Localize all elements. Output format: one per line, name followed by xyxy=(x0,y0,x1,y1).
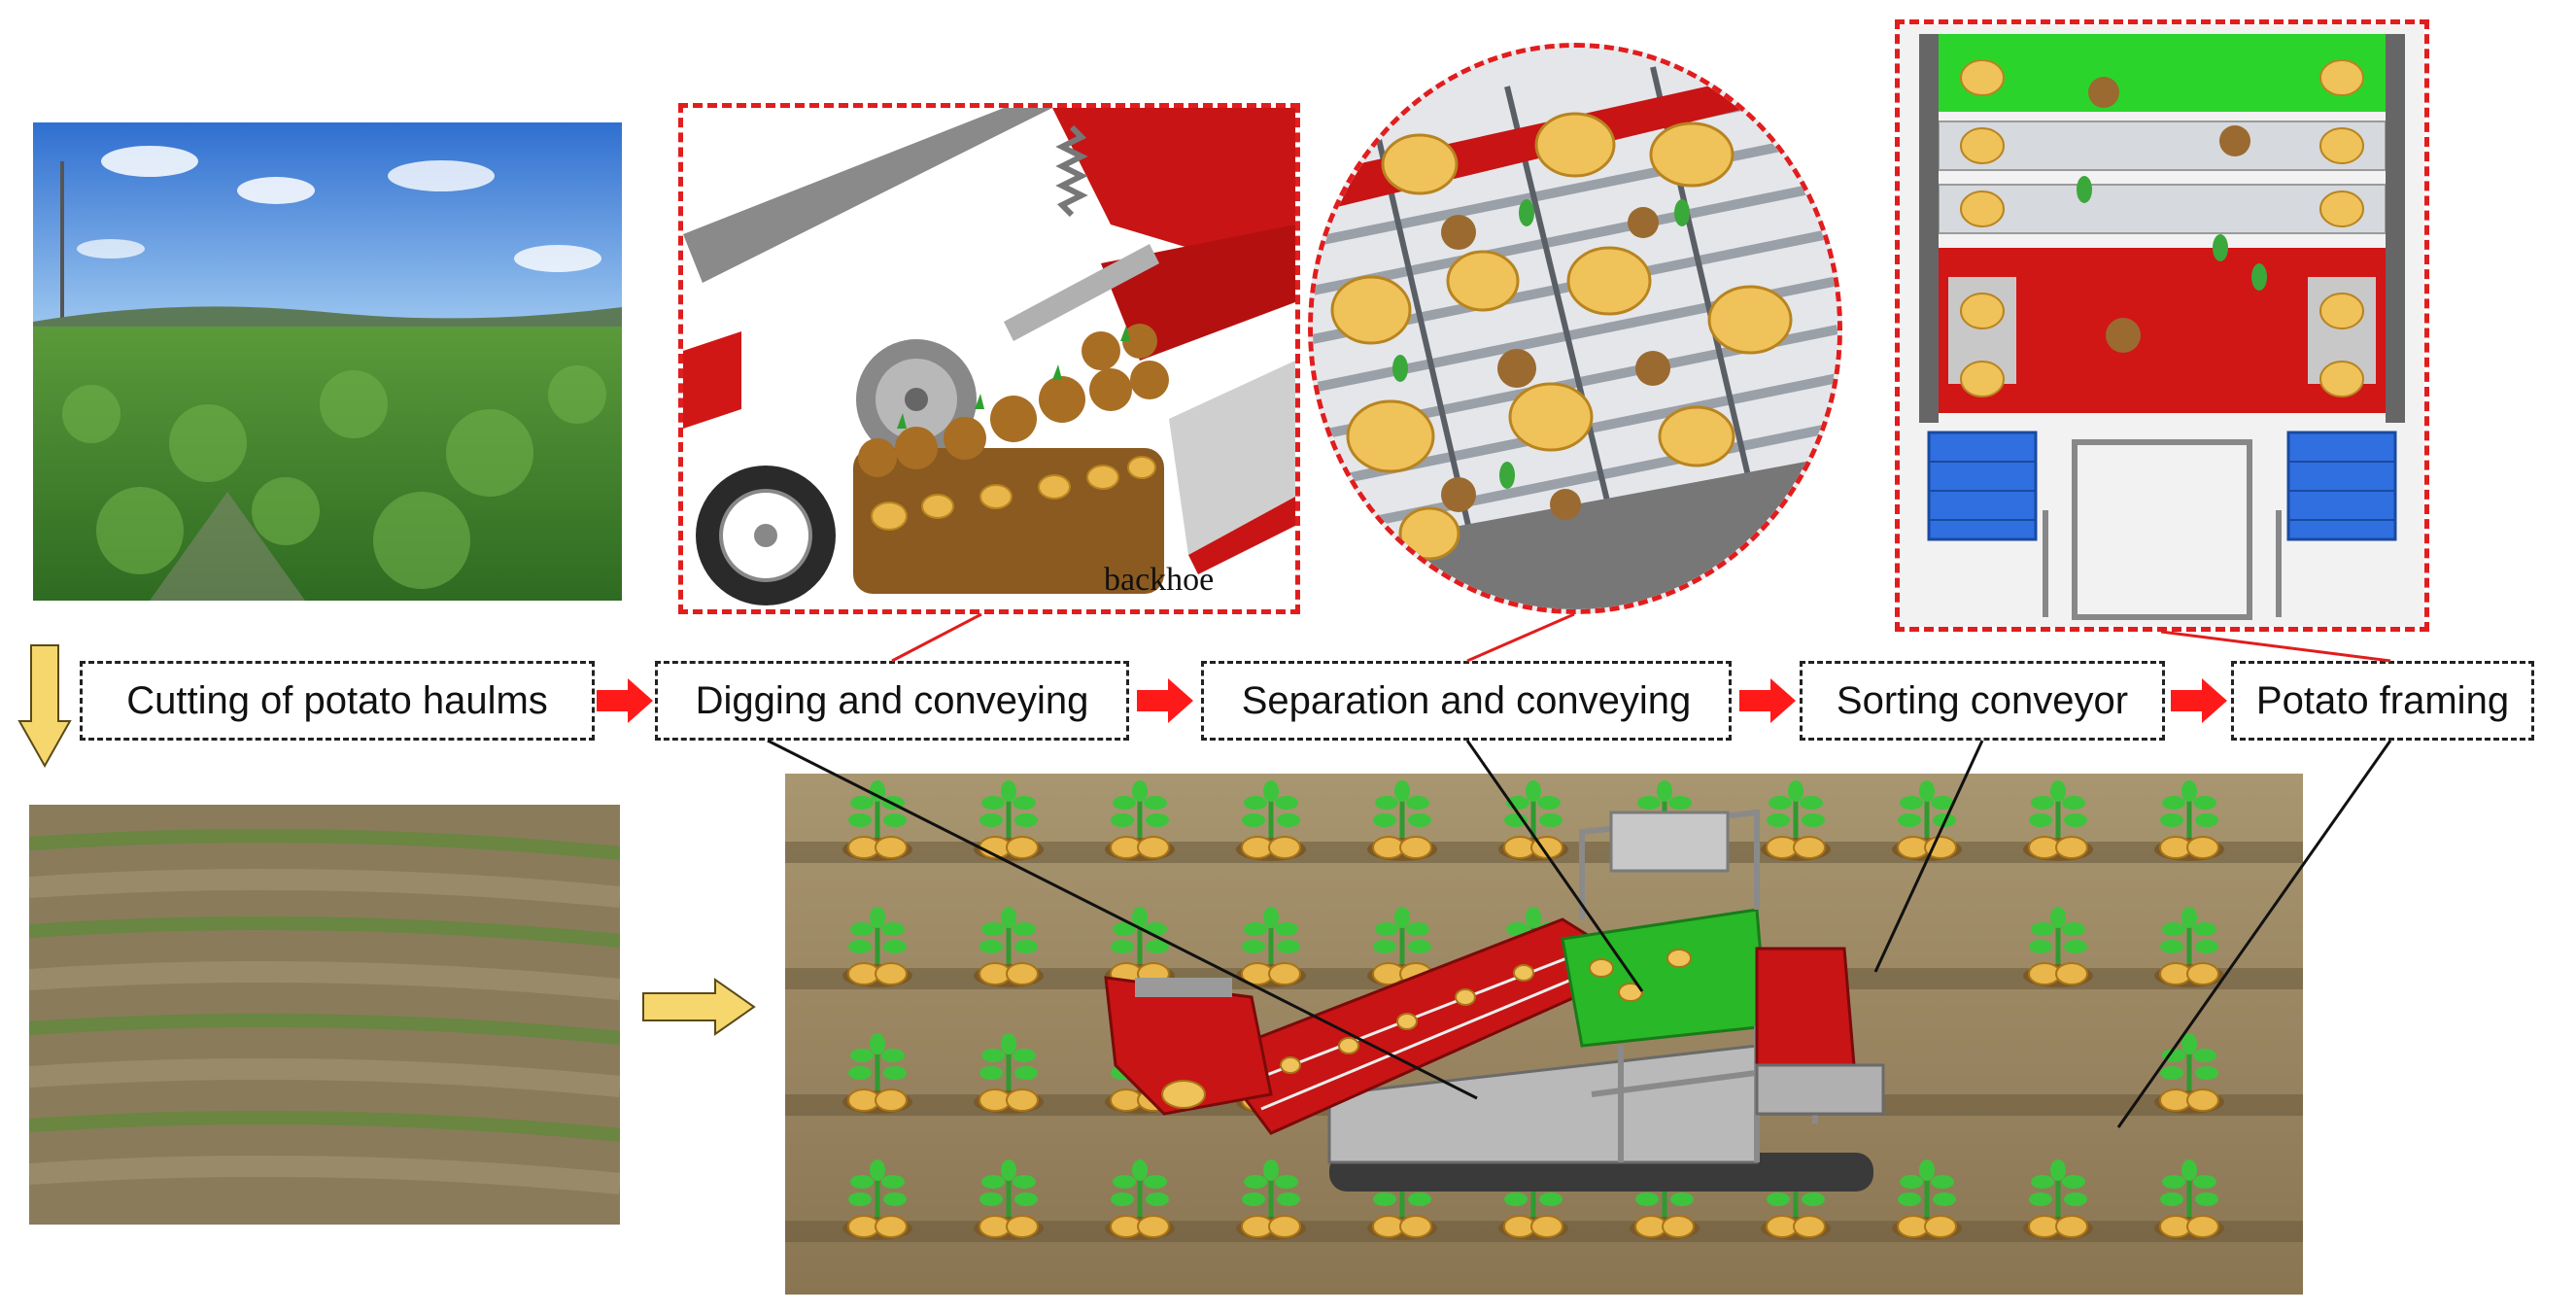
step-label: Digging and conveying xyxy=(695,678,1089,722)
leader-sorting-inset xyxy=(2160,630,2391,663)
backhoe-label: backhoe xyxy=(1104,562,1215,598)
inset-digging xyxy=(678,103,1300,614)
leader-separation-inset xyxy=(1466,612,1575,663)
field-photo-before xyxy=(33,122,622,601)
leader-sorting-machine xyxy=(1873,740,1984,973)
arrow-red-4 xyxy=(2171,678,2227,723)
step-potato-framing: Potato framing xyxy=(2231,661,2534,741)
arrow-right-yellow xyxy=(642,978,756,1036)
inset-separation xyxy=(1308,43,1842,614)
step-separation-conveying: Separation and conveying xyxy=(1201,661,1732,741)
harvester-field-scene xyxy=(785,774,2303,1295)
step-label: Cutting of potato haulms xyxy=(126,678,548,722)
step-cutting-haulms: Cutting of potato haulms xyxy=(80,661,595,741)
step-label: Separation and conveying xyxy=(1241,678,1692,722)
arrow-red-3 xyxy=(1739,678,1796,723)
step-sorting-conveyor: Sorting conveyor xyxy=(1800,661,2165,741)
step-label: Potato framing xyxy=(2255,678,2510,722)
arrow-down-yellow xyxy=(17,644,72,769)
leader-digging-machine xyxy=(767,739,1478,1100)
leader-framing-machine xyxy=(2116,740,2392,1128)
leader-digging-inset xyxy=(891,612,982,663)
arrow-red-1 xyxy=(597,678,653,723)
inset-sorting xyxy=(1895,19,2429,632)
arrow-red-2 xyxy=(1137,678,1193,723)
harvester-machine xyxy=(1104,809,1885,1192)
step-label: Sorting conveyor xyxy=(1836,678,2129,722)
field-photo-after xyxy=(29,805,620,1225)
step-digging-conveying: Digging and conveying xyxy=(655,661,1129,741)
leader-separation-machine xyxy=(1465,740,1644,992)
